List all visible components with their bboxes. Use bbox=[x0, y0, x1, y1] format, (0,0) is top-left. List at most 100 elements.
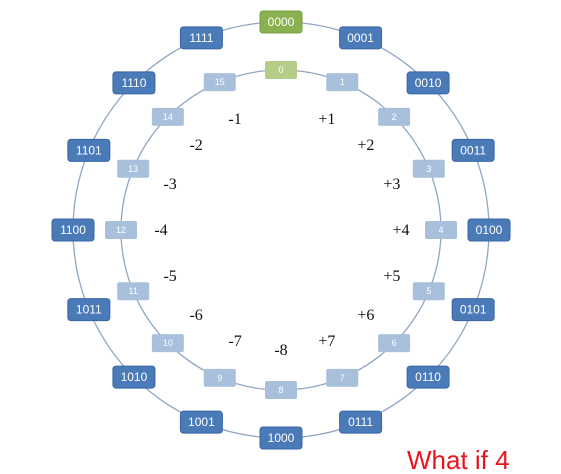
unsigned-box-shape bbox=[151, 334, 184, 353]
binary-box: 0000 bbox=[259, 10, 303, 34]
unsigned-box-shape bbox=[412, 282, 445, 301]
unsigned-box-label: 2 bbox=[392, 112, 397, 122]
binary-box-shape bbox=[451, 138, 495, 162]
signed-value-label: -6 bbox=[189, 307, 202, 324]
unsigned-box-shape bbox=[203, 368, 236, 387]
binary-box-shape bbox=[339, 26, 383, 50]
binary-box: 1010 bbox=[112, 365, 156, 389]
unsigned-box-shape bbox=[326, 73, 359, 92]
binary-box-shape bbox=[259, 426, 303, 450]
unsigned-box: 7 bbox=[326, 368, 359, 387]
binary-box: 0110 bbox=[406, 365, 450, 389]
binary-box-label: 1001 bbox=[188, 415, 215, 429]
binary-box-label: 0101 bbox=[460, 303, 487, 317]
binary-box-shape bbox=[179, 410, 223, 434]
unsigned-box: 10 bbox=[151, 334, 184, 353]
binary-box-label: 0000 bbox=[268, 15, 295, 29]
unsigned-box-shape bbox=[151, 107, 184, 126]
unsigned-box: 15 bbox=[203, 73, 236, 92]
unsigned-box: 8 bbox=[265, 381, 297, 399]
binary-box-shape bbox=[112, 71, 156, 95]
binary-box-shape bbox=[67, 298, 111, 322]
binary-box-label: 0110 bbox=[415, 370, 441, 384]
binary-box: 1011 bbox=[67, 298, 111, 322]
binary-box-label: 1110 bbox=[121, 76, 146, 90]
unsigned-box-shape bbox=[117, 159, 150, 178]
binary-box-shape bbox=[406, 365, 450, 389]
unsigned-box-shape bbox=[117, 282, 150, 301]
unsigned-box: 3 bbox=[412, 159, 445, 178]
unsigned-box: 11 bbox=[117, 282, 150, 301]
signed-value-labels: +1+2+3+4+5+6+7-8-7-6-5-4-3-2-1 bbox=[154, 111, 409, 359]
binary-box-label: 0100 bbox=[476, 223, 503, 237]
unsigned-box-label: 14 bbox=[163, 112, 173, 122]
unsigned-box-label: 11 bbox=[129, 286, 138, 296]
signed-value-label: -4 bbox=[154, 222, 167, 239]
unsigned-box-shape bbox=[412, 159, 445, 178]
unsigned-box-shape bbox=[326, 368, 359, 387]
unsigned-box-shape bbox=[265, 61, 297, 79]
binary-box-label: 1101 bbox=[76, 143, 102, 157]
binary-box: 1001 bbox=[179, 410, 223, 434]
unsigned-box-shape bbox=[203, 73, 236, 92]
binary-box-label: 1111 bbox=[189, 31, 213, 45]
unsigned-box: 12 bbox=[105, 221, 137, 239]
signed-value-label: +1 bbox=[318, 111, 335, 128]
signed-value-label: -2 bbox=[189, 137, 202, 154]
signed-value-label: +7 bbox=[318, 333, 335, 350]
unsigned-box: 0 bbox=[265, 61, 297, 79]
unsigned-box-label: 12 bbox=[116, 225, 126, 235]
binary-box-shape bbox=[259, 10, 303, 34]
binary-box: 1111 bbox=[179, 26, 223, 50]
unsigned-box: 14 bbox=[151, 107, 184, 126]
unsigned-box-label: 9 bbox=[217, 373, 222, 383]
binary-box: 0101 bbox=[451, 298, 495, 322]
signed-value-label: -3 bbox=[163, 176, 176, 193]
binary-box-label: 1011 bbox=[76, 303, 102, 317]
unsigned-box: 9 bbox=[203, 368, 236, 387]
unsigned-box: 6 bbox=[378, 334, 411, 353]
unsigned-box-label: 10 bbox=[163, 338, 173, 348]
signed-value-label: +5 bbox=[383, 268, 400, 285]
binary-box-label: 0011 bbox=[460, 143, 486, 157]
unsigned-box-label: 8 bbox=[278, 385, 283, 395]
signed-value-label: +4 bbox=[392, 222, 409, 239]
unsigned-box-label: 1 bbox=[340, 77, 345, 87]
signed-value-label: +2 bbox=[357, 137, 374, 154]
binary-box-shape bbox=[179, 26, 223, 50]
caption-text: What if 4 bbox=[407, 446, 510, 474]
binary-box-label: 1100 bbox=[60, 223, 86, 237]
signed-value-label: -1 bbox=[228, 111, 241, 128]
unsigned-box-label: 6 bbox=[392, 338, 397, 348]
binary-box: 1000 bbox=[259, 426, 303, 450]
unsigned-box-shape bbox=[105, 221, 137, 239]
unsigned-box-label: 15 bbox=[215, 77, 225, 87]
signed-value-label: +6 bbox=[357, 307, 374, 324]
binary-box-shape bbox=[451, 298, 495, 322]
binary-box: 0011 bbox=[451, 138, 495, 162]
binary-boxes: 0000000100100011010001010110011110001001… bbox=[51, 10, 511, 450]
binary-box-shape bbox=[112, 365, 156, 389]
binary-box-label: 1010 bbox=[121, 370, 148, 384]
binary-box-shape bbox=[67, 138, 111, 162]
unsigned-box-label: 3 bbox=[426, 164, 431, 174]
unsigned-box: 1 bbox=[326, 73, 359, 92]
signed-value-label: -8 bbox=[274, 342, 287, 359]
unsigned-box-label: 4 bbox=[438, 225, 443, 235]
unsigned-box-label: 13 bbox=[128, 164, 138, 174]
binary-box-shape bbox=[406, 71, 450, 95]
binary-box: 1101 bbox=[67, 138, 111, 162]
signed-value-label: -5 bbox=[163, 268, 176, 285]
signed-value-label: +3 bbox=[383, 176, 400, 193]
binary-box: 0100 bbox=[467, 218, 511, 242]
unsigned-box-shape bbox=[425, 221, 457, 239]
unsigned-box-shape bbox=[378, 334, 411, 353]
binary-box-label: 0001 bbox=[347, 31, 374, 45]
unsigned-box-label: 7 bbox=[340, 373, 345, 383]
binary-box: 1100 bbox=[51, 218, 95, 242]
binary-box: 0111 bbox=[339, 410, 383, 434]
unsigned-box: 2 bbox=[378, 107, 411, 126]
unsigned-box-shape bbox=[265, 381, 297, 399]
